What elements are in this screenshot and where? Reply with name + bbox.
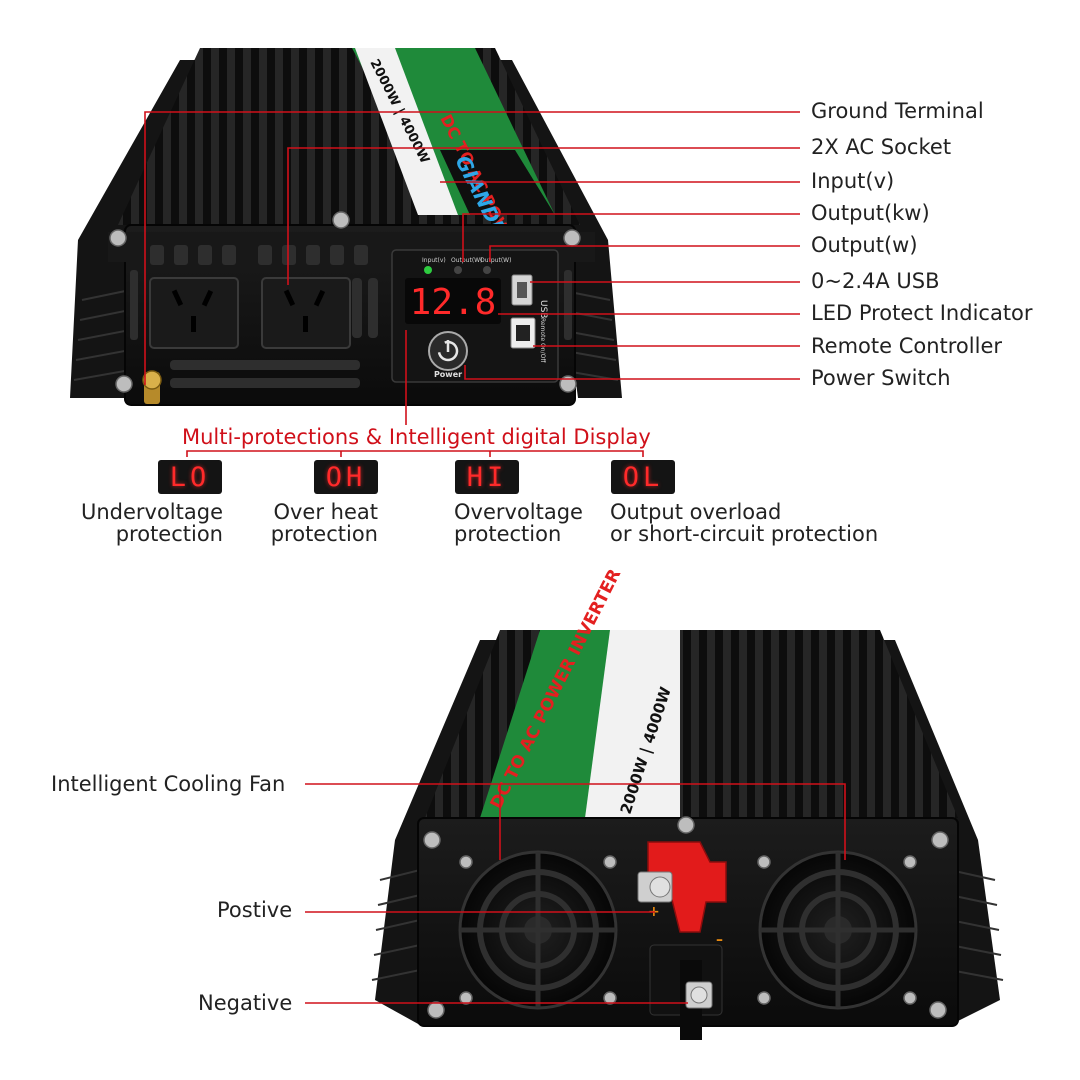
bottom-inverter: DC TO AC POWER INVERTER 2000W | 4000W: [371, 566, 1004, 1040]
callout-output-w: Output(w): [811, 233, 918, 257]
indicator-label-output-kw: Output(W): [451, 257, 482, 264]
screw-icon: [115, 375, 133, 393]
output-w-led: [483, 266, 491, 274]
callout-positive: Postive: [217, 898, 293, 922]
callout-output-kw: Output(kw): [811, 201, 930, 225]
cooling-fan-right-icon: [758, 850, 918, 1010]
callout-led-protect: LED Protect Indicator: [811, 301, 1033, 325]
ground-terminal: [142, 370, 162, 404]
usb-label: USB: [538, 300, 548, 318]
power-button: [428, 331, 468, 371]
protections-headline: Multi-protections & Intelligent digital …: [182, 425, 651, 449]
bottom-leader-lines: [305, 783, 846, 1004]
code-hi: HI: [455, 460, 519, 494]
protection-line1: Overvoltage: [454, 500, 583, 524]
code-oh: OH: [314, 460, 378, 494]
input-led: [424, 266, 432, 274]
cooling-fan-left-icon: [458, 850, 618, 1010]
protection-line2: protection: [454, 522, 562, 546]
callout-negative: Negative: [198, 991, 293, 1015]
screw-icon: [332, 211, 350, 229]
protection-undervoltage: Undervoltage protection: [60, 501, 223, 545]
led-display: [405, 278, 501, 324]
protection-line1: Output overload: [610, 500, 782, 524]
protection-overvoltage: Overvoltage protection: [454, 501, 583, 545]
callout-input-v: Input(v): [811, 169, 895, 193]
callout-ground-terminal: Ground Terminal: [811, 99, 984, 123]
screw-icon: [109, 229, 127, 247]
led-display-reading: 12.8: [410, 282, 497, 323]
top-leader-lines: [144, 111, 800, 457]
screw-icon: [427, 1001, 445, 1019]
screw-icon: [929, 1001, 947, 1019]
protection-line2: or short-circuit protection: [610, 522, 879, 546]
screw-icon: [931, 831, 949, 849]
callout-usb: 0~2.4A USB: [811, 269, 940, 293]
callout-remote-controller: Remote Controller: [811, 334, 1002, 358]
output-kw-led: [454, 266, 462, 274]
indicator-label-input: Input(v): [422, 257, 446, 264]
protection-line1: Over heat: [273, 500, 378, 524]
protection-over-heat: Over heat protection: [240, 501, 378, 545]
negative-terminal: [649, 944, 723, 1040]
protection-line1: Undervoltage: [80, 500, 223, 524]
screw-icon: [423, 831, 441, 849]
code-ol: OL: [611, 460, 675, 494]
callout-power-switch: Power Switch: [811, 366, 951, 390]
screw-icon: [677, 816, 695, 834]
screw-icon: [563, 229, 581, 247]
indicator-label-output-w: Output(W): [480, 257, 511, 264]
screw-icon: [559, 375, 577, 393]
remote-label: Remote On/Off: [539, 318, 546, 363]
ac-socket-2: [261, 277, 351, 349]
protection-line2: protection: [270, 522, 378, 546]
minus-sign: –: [716, 932, 723, 948]
positive-terminal: [637, 841, 727, 933]
ac-socket-1: [149, 277, 239, 349]
code-lo: LO: [158, 460, 222, 494]
callout-cooling-fan: Intelligent Cooling Fan: [51, 772, 286, 796]
power-label: Power: [434, 370, 462, 379]
protection-overload: Output overload or short-circuit protect…: [610, 501, 878, 545]
protection-line2: protection: [115, 522, 223, 546]
top-inverter: DC TO AC POWER INVERTER 2000W | 4000W GI…: [70, 48, 622, 406]
callout-ac-socket: 2X AC Socket: [811, 135, 952, 159]
